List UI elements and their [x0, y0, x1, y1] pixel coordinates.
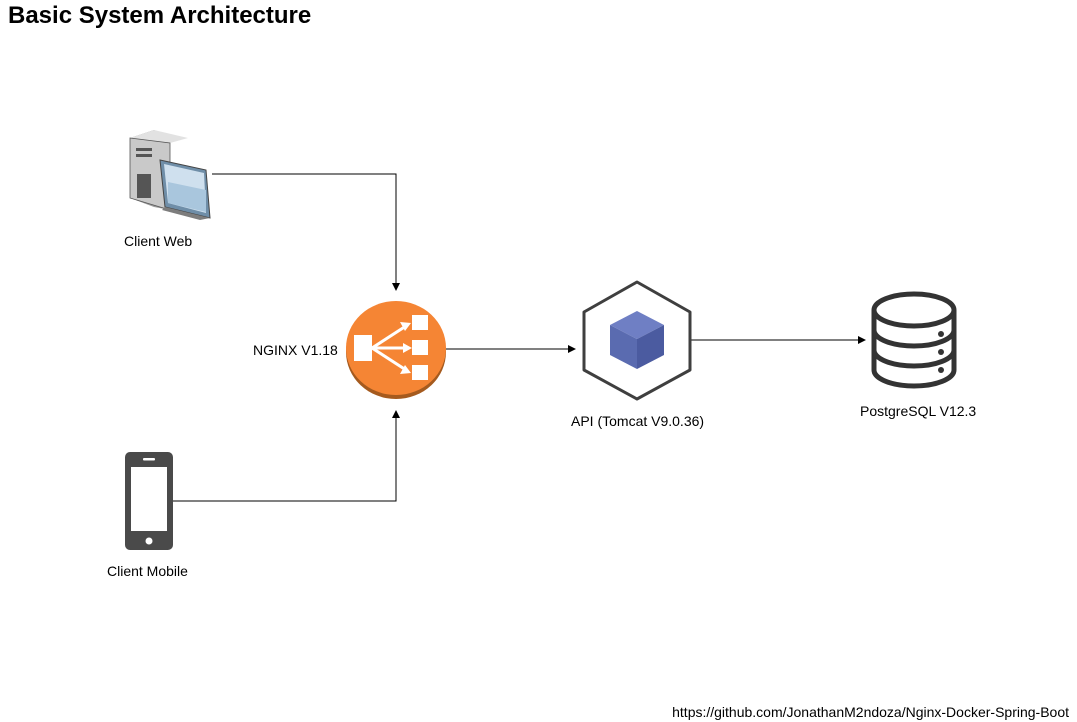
cube-icon	[582, 280, 692, 401]
client-web-label: Client Web	[124, 233, 193, 249]
api-label: API (Tomcat V9.0.36)	[571, 413, 705, 429]
database-label: PostgreSQL V12.3	[860, 403, 977, 419]
page-title: Basic System Architecture	[8, 2, 312, 29]
database-icon	[871, 291, 957, 389]
nginx-label: NGINX V1.18	[253, 342, 338, 358]
client-mobile-label: Client Mobile	[107, 563, 188, 579]
mobile-phone-icon	[125, 452, 173, 550]
footer-link[interactable]: https://github.com/JonathanM2ndoza/Nginx…	[672, 704, 1069, 720]
edge-client-mobile-to-nginx	[173, 410, 400, 502]
load-balancer-icon	[346, 301, 446, 399]
database-indicator-dots	[938, 331, 944, 373]
edge-client-web-to-nginx	[212, 173, 400, 291]
desktop-computer-icon	[129, 130, 211, 220]
